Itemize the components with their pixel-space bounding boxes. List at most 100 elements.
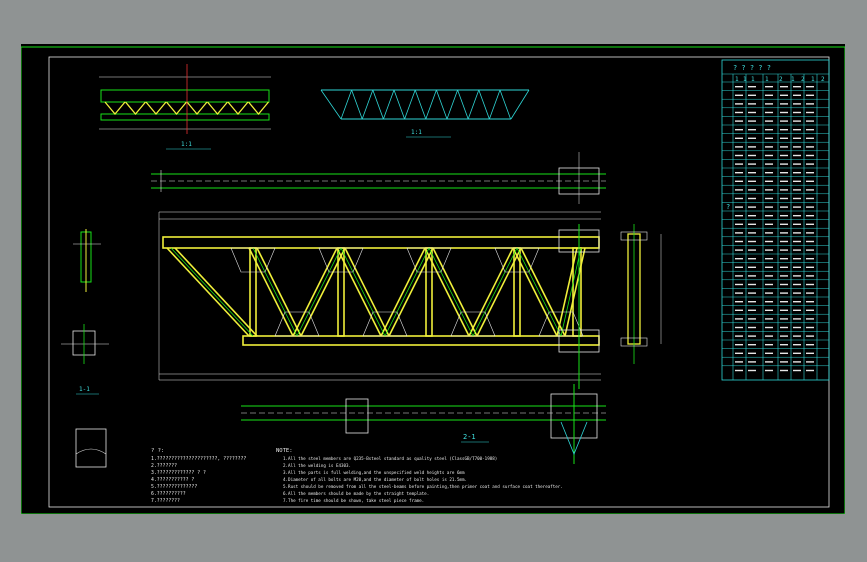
title-block-cell-mark: [806, 163, 814, 165]
title-block-cell-mark: [748, 215, 756, 217]
title-block-cell-mark: [806, 94, 814, 96]
title-block-cell-mark: [780, 137, 788, 139]
title-block-cell-mark: [806, 206, 814, 208]
member-centerline: [516, 247, 562, 337]
web-member: [166, 101, 187, 116]
title-block-cell-mark: [748, 129, 756, 131]
notes-zh-line: 6.??????????: [151, 491, 186, 497]
title-block-cell-mark: [806, 120, 814, 122]
diagonal-member: [520, 247, 566, 337]
notes-english: NOTE: 1.All the steel members are Q235-B…: [276, 448, 563, 503]
title-block-cell-mark: [748, 189, 756, 191]
gusset-plate: [274, 311, 320, 337]
title-block-cell-mark: [765, 223, 773, 225]
web-member: [207, 101, 228, 116]
title-block-cell-mark: [780, 326, 788, 329]
title-block-cell-mark: [806, 240, 814, 243]
title-block-cell-mark: [793, 215, 801, 217]
title-block-cell-mark: [765, 361, 773, 363]
title-block-cell-mark: [735, 137, 743, 139]
member-centerline: [428, 247, 474, 337]
title-block-cell-mark: [806, 301, 814, 303]
title-block-cell-mark: [780, 189, 788, 191]
title-block-cell-mark: [735, 361, 743, 363]
title-block-cell-mark: [793, 309, 801, 311]
title-block-cell-mark: [735, 292, 743, 294]
title-block-cell-mark: [735, 103, 743, 105]
title-block-cell-mark: [780, 120, 788, 122]
title-block-cell-mark: [793, 301, 801, 303]
title-block-cell-mark: [735, 232, 743, 234]
diagonal-member: [432, 247, 478, 337]
title-block-cell-mark: [765, 146, 773, 148]
title-block-cell-mark: [748, 283, 756, 286]
title-block-cell-mark: [765, 180, 773, 182]
title-block-cell-mark: [748, 120, 756, 122]
title-block-col-header: 1: [811, 76, 815, 83]
title-block-cell-mark: [793, 223, 801, 225]
notes-chinese: ? ?: 1.?????????????????????, ???????? 2…: [151, 448, 246, 504]
web-member: [489, 89, 501, 120]
title-block-cell-mark: [735, 189, 743, 191]
title-block-side-label: ?: [726, 203, 730, 211]
title-block-cell-mark: [793, 335, 801, 337]
title-block-cell-mark: [806, 352, 814, 354]
title-block-cell-mark: [780, 361, 788, 363]
title-block-cell-mark: [748, 326, 756, 329]
title-block-cell-mark: [780, 180, 788, 182]
title-block-cell-mark: [748, 180, 756, 182]
bottom-chord-plan: 2-1: [241, 384, 606, 464]
title-block-col-header: 2: [801, 76, 805, 83]
title-block-col-header: 1: [751, 76, 755, 83]
title-block-cell-mark: [735, 240, 743, 243]
diagonal-member: [380, 247, 426, 337]
member-centerline: [340, 247, 386, 337]
title-block-cell-mark: [806, 103, 814, 105]
title-block-cell-mark: [748, 318, 756, 320]
title-block-cell-mark: [793, 266, 801, 268]
gusset-plate: [318, 247, 364, 273]
notes-en-line: 7.The fire time should be shown, take st…: [283, 498, 424, 503]
title-block-cell-mark: [806, 369, 814, 372]
title-block-cell-mark: [793, 258, 801, 260]
notes-zh-line: 1.?????????????????????, ????????: [151, 456, 246, 462]
title-block-cell-mark: [780, 206, 788, 208]
title-block-cell-mark: [806, 146, 814, 148]
title-block-cell-mark: [806, 86, 814, 88]
title-block-cell-mark: [806, 335, 814, 337]
diagonal-member: [564, 247, 586, 337]
title-block-cell-mark: [806, 197, 814, 200]
title-block-cell-mark: [765, 129, 773, 131]
gusset-plate: [406, 247, 452, 273]
title-block-cell-mark: [793, 154, 801, 157]
title-block-cell-mark: [735, 249, 743, 251]
diagonal-member: [166, 247, 250, 337]
title-block-cell-mark: [806, 266, 814, 268]
title-block-cell-mark: [765, 344, 773, 346]
notes-en-line: 5.Rust should be removed from all the st…: [283, 484, 563, 489]
title-block-cell-mark: [748, 249, 756, 251]
title-block-col-header: 1: [765, 76, 769, 83]
section-label-1: 1-1: [79, 386, 90, 393]
title-block-cell-mark: [806, 344, 814, 346]
title-block-cell-mark: [765, 326, 773, 329]
title-block-cell-mark: [793, 86, 801, 88]
title-block-cell-mark: [735, 129, 743, 131]
title-block-cell-mark: [793, 275, 801, 277]
title-block-cell-mark: [780, 309, 788, 311]
title-block-cell-mark: [780, 292, 788, 294]
title-block-cell-mark: [735, 111, 743, 114]
title-block-cell-mark: [735, 146, 743, 148]
title-block-cell-mark: [735, 275, 743, 277]
title-block-cell-mark: [793, 163, 801, 165]
title-block-cell-mark: [765, 258, 773, 260]
title-block-header: ? ? ? ? ?: [733, 64, 771, 72]
title-block-cell-mark: [793, 326, 801, 329]
title-block-cell-mark: [793, 172, 801, 174]
title-block-cell-mark: [793, 189, 801, 191]
title-block-cell-mark: [793, 344, 801, 346]
title-block-cell-mark: [765, 249, 773, 251]
title-block-cell-mark: [793, 369, 801, 372]
web-member: [510, 89, 530, 120]
